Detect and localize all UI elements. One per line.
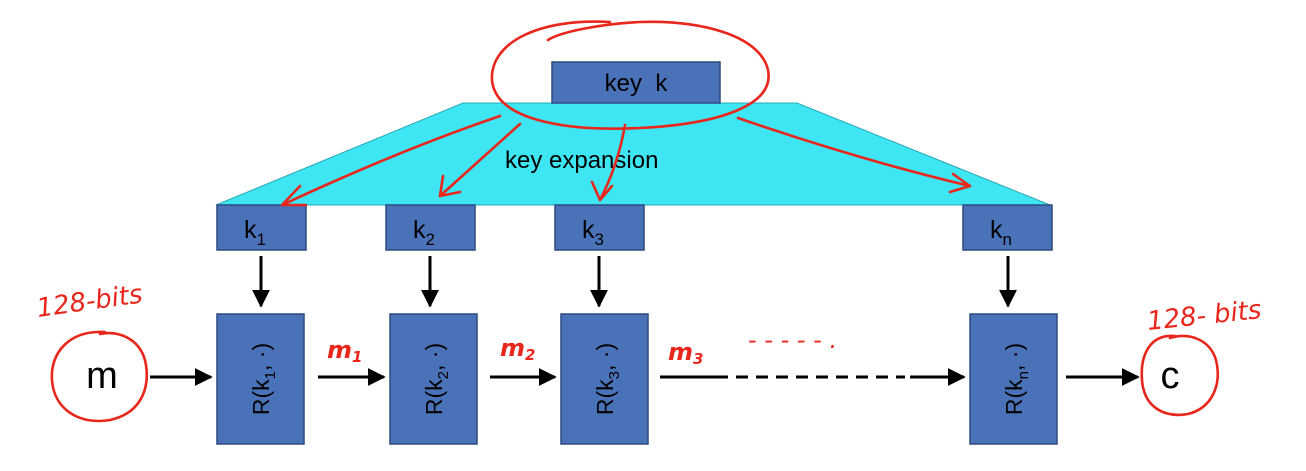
svg-text:R(k3, ·): R(k3, ·) bbox=[592, 343, 623, 415]
round-key-2-label: k bbox=[413, 216, 426, 244]
svg-text:R(k1, ·): R(k1, ·) bbox=[248, 343, 279, 415]
arrow-to-k1-head bbox=[280, 184, 308, 207]
circle-around-c bbox=[1140, 334, 1219, 417]
annotation-m2-sub: 2 bbox=[525, 346, 535, 364]
svg-text:R(k2, ·): R(k2, ·) bbox=[421, 343, 452, 415]
round-key-1-label: k bbox=[244, 216, 257, 244]
arrow-to-kn bbox=[736, 116, 972, 188]
key-box bbox=[551, 61, 721, 104]
annotation-m2: m bbox=[500, 334, 525, 362]
round-2-sub: 2 bbox=[435, 371, 452, 379]
svg-text:k1: k1 bbox=[244, 216, 266, 249]
svg-text:m1: m1 bbox=[327, 336, 362, 366]
round-1: R(k1, ·) bbox=[216, 313, 305, 445]
round-key-n: kn bbox=[962, 204, 1053, 251]
annotation-m1-sub: 1 bbox=[352, 348, 362, 366]
round-3: R(k3, ·) bbox=[560, 313, 649, 445]
round-3-prefix: R(k bbox=[592, 379, 618, 415]
annotation-output-bits: 128- bits bbox=[1146, 295, 1263, 337]
round-key-2-sub: 2 bbox=[426, 230, 435, 249]
arrow-to-kn-head bbox=[948, 172, 972, 194]
input-label: m bbox=[86, 355, 118, 397]
arrow-to-k3 bbox=[598, 123, 627, 202]
round-key-n-label: k bbox=[990, 216, 1003, 244]
svg-text:kn: kn bbox=[990, 216, 1012, 249]
round-1-prefix: R(k bbox=[248, 379, 274, 415]
round-2-prefix: R(k bbox=[421, 379, 447, 415]
round-key-1-sub: 1 bbox=[257, 230, 266, 249]
circle-around-m bbox=[50, 330, 149, 423]
round-n: R(kn, ·) bbox=[969, 313, 1058, 445]
arrow-to-k2-head bbox=[438, 174, 462, 198]
round-2: R(k2, ·) bbox=[389, 313, 478, 445]
round-key-1: k1 bbox=[216, 204, 307, 251]
round-1-sub: 1 bbox=[262, 371, 279, 379]
svg-text:R(kn, ·): R(kn, ·) bbox=[1001, 343, 1032, 415]
annotation-input-bits: 128-bits bbox=[35, 279, 145, 324]
round-2-suffix: , ·) bbox=[421, 343, 447, 371]
key-label: key k bbox=[605, 70, 669, 97]
svg-text:m2: m2 bbox=[500, 334, 535, 364]
round-3-sub: 3 bbox=[606, 371, 623, 379]
output-label: c bbox=[1161, 355, 1180, 397]
round-key-3-sub: 3 bbox=[595, 230, 604, 249]
svg-text:k3: k3 bbox=[582, 216, 604, 249]
round-3-suffix: , ·) bbox=[592, 343, 618, 371]
arrow-to-k2 bbox=[438, 122, 522, 198]
svg-text:k2: k2 bbox=[413, 216, 435, 249]
round-n-suffix: , ·) bbox=[1001, 343, 1027, 371]
round-n-prefix: R(k bbox=[1001, 379, 1027, 415]
round-key-3-label: k bbox=[582, 216, 595, 244]
annotation-dots: - - - - - . bbox=[748, 326, 837, 354]
key-expansion-label: key expansion bbox=[505, 147, 658, 174]
round-key-3: k3 bbox=[554, 204, 645, 251]
arrow-to-k1 bbox=[280, 114, 502, 207]
arrow-to-k3-head bbox=[590, 180, 614, 202]
circle-around-key bbox=[490, 20, 770, 130]
svg-text:m3: m3 bbox=[668, 338, 703, 368]
annotation-m1: m bbox=[327, 336, 352, 364]
annotation-m3-sub: 3 bbox=[693, 350, 703, 368]
round-key-n-sub: n bbox=[1003, 230, 1012, 249]
round-n-sub: n bbox=[1015, 371, 1032, 379]
annotation-layer: - - - - - . bbox=[50, 20, 1219, 423]
round-key-2: k2 bbox=[385, 204, 476, 251]
annotation-m3: m bbox=[668, 338, 693, 366]
round-1-suffix: , ·) bbox=[248, 343, 274, 371]
